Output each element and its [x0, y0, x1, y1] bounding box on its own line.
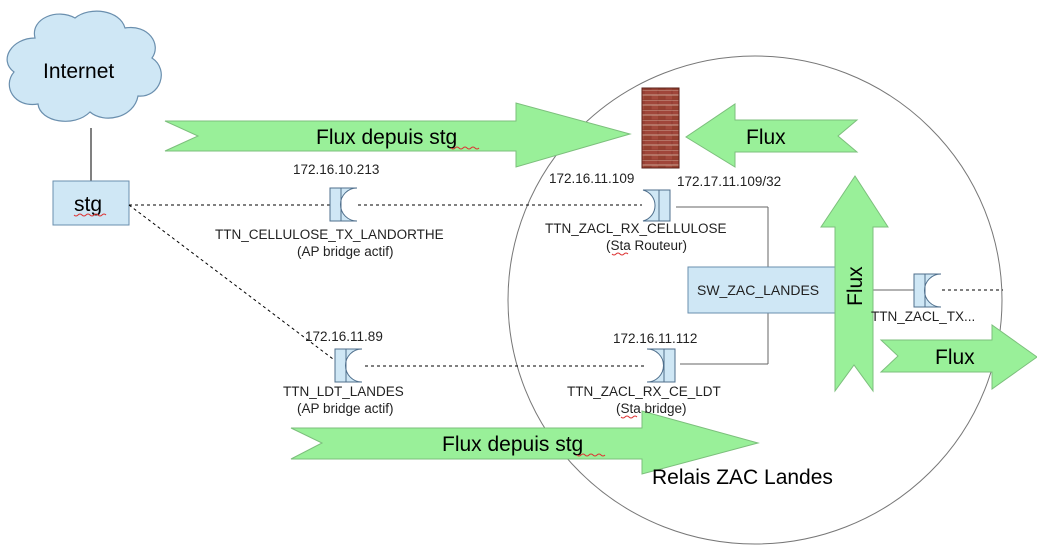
cellulose-tx-ip: 172.16.10.213 — [293, 162, 379, 177]
spell-underline — [576, 453, 606, 457]
switch-box[interactable] — [687, 266, 852, 314]
spell-underline — [611, 252, 629, 256]
zacl-rx-cellulose-role: (Sta Routeur) — [606, 238, 687, 253]
ldt-landes-role: (AP bridge actif) — [297, 401, 394, 416]
zacl-rx-ce-ldt-role: (Sta bridge) — [616, 401, 687, 416]
antenna-zacl-rx-ce-ldt-icon[interactable] — [646, 348, 676, 383]
flux-right-arrow — [879, 324, 1037, 390]
flux-vertical-arrow — [820, 175, 889, 393]
flux-top-label: Flux depuis stg — [316, 126, 457, 149]
spell-underline — [73, 213, 107, 217]
cellulose-tx-name: TTN_CELLULOSE_TX_LANDORTHE — [215, 227, 444, 242]
antenna-ldt-landes-icon[interactable] — [334, 348, 363, 383]
link-stg-ldt — [128, 204, 338, 363]
flux-firewall-label: Flux — [746, 126, 786, 149]
flux-firewall-arrow — [685, 103, 859, 168]
stg-box[interactable] — [52, 180, 130, 226]
zacl-rx-ce-ldt-ip: 172.16.11.112 — [613, 331, 697, 346]
flux-top-arrow — [164, 102, 632, 168]
flux-vertical-label: Flux — [844, 266, 867, 306]
zacl-rx-cellulose-name: TTN_ZACL_RX_CELLULOSE — [545, 221, 727, 236]
internet-label: Internet — [43, 60, 114, 83]
flux-bottom-label: Flux depuis stg — [442, 433, 583, 456]
zacl-rx-ce-ldt-name: TTN_ZACL_RX_CE_LDT — [567, 384, 721, 399]
zacl-rx-cellulose-ip-left: 172.16.11.109 — [549, 171, 634, 186]
antenna-zacl-rx-cellulose-icon[interactable] — [642, 189, 671, 222]
antenna-zacl-tx-icon[interactable] — [913, 273, 942, 308]
antenna-cellulose-tx-icon[interactable] — [329, 187, 358, 222]
relais-zone — [507, 55, 1003, 545]
zacl-rx-cellulose-ip-right: 172.17.11.109/32 — [677, 174, 781, 189]
ldt-landes-ip: 172.16.11.89 — [305, 329, 383, 344]
internet-cloud-icon — [6, 10, 162, 122]
ldt-landes-name: TTN_LDT_LANDES — [283, 384, 404, 399]
zacl-tx-name: TTN_ZACL_TX... — [871, 309, 975, 324]
spell-underline — [450, 146, 480, 150]
spell-underline — [620, 415, 638, 419]
flux-bottom-arrow — [290, 410, 760, 475]
flux-right-label: Flux — [935, 346, 975, 369]
stg-label: stg — [74, 193, 102, 216]
switch-label: SW_ZAC_LANDES — [697, 282, 819, 298]
firewall-brick-icon[interactable] — [641, 87, 680, 169]
relais-label: Relais ZAC Landes — [652, 466, 833, 489]
cellulose-tx-role: (AP bridge actif) — [297, 244, 394, 259]
